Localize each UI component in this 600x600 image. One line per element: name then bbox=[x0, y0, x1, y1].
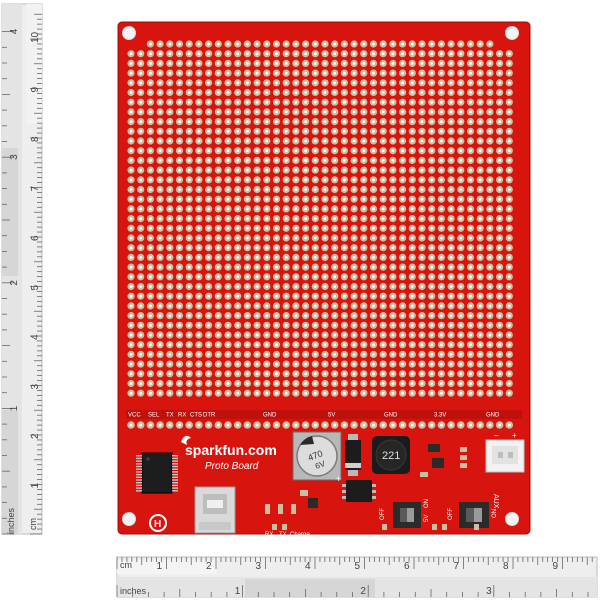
switch-label: OFF bbox=[380, 508, 386, 520]
header-pads bbox=[127, 421, 514, 429]
minus-marker-icon: – bbox=[494, 431, 499, 440]
ruler-cm-mark: 8 bbox=[30, 136, 41, 142]
smd-components bbox=[420, 444, 467, 477]
electrolytic-capacitor: 470 6V + bbox=[292, 431, 342, 484]
ruler-cm-mark: 9 bbox=[30, 87, 41, 93]
ruler-inch-mark: 2 bbox=[360, 586, 366, 597]
battery-connector: – + bbox=[485, 431, 525, 473]
plus-marker-icon: + bbox=[336, 474, 341, 484]
inductor-value: 221 bbox=[382, 450, 400, 462]
header-label: GND bbox=[384, 413, 398, 419]
mounting-holes bbox=[122, 26, 519, 526]
ruler-cm-label: cm bbox=[28, 518, 38, 530]
ruler-cm-mark: 2 bbox=[206, 561, 212, 572]
ruler-cm-mark: 3 bbox=[256, 561, 262, 572]
capacitor-value: 470 bbox=[306, 448, 324, 463]
switch-label: ON bbox=[424, 499, 430, 508]
board-name: Proto Board bbox=[205, 461, 259, 472]
ruler-inches-label: inches bbox=[120, 586, 147, 596]
ruler-cm-mark: 2 bbox=[30, 433, 41, 439]
proto-hole-grid bbox=[127, 40, 513, 397]
brand-text: sparkfun.com bbox=[185, 442, 277, 458]
regulator-ic bbox=[342, 480, 376, 502]
aux-label: AUX bbox=[492, 494, 499, 509]
header-label: 3.3V bbox=[434, 413, 446, 419]
diode bbox=[345, 434, 361, 476]
power-switch bbox=[393, 502, 421, 528]
flame-logo-icon bbox=[181, 435, 191, 445]
ruler-inch-mark: 2 bbox=[9, 280, 20, 286]
open-hardware-logo: H bbox=[149, 514, 167, 532]
header-label: VCC bbox=[128, 413, 141, 419]
ruler-inch-mark: 3 bbox=[9, 154, 20, 160]
ruler-inch-mark: 4 bbox=[9, 28, 20, 34]
led-label: RX bbox=[265, 532, 273, 538]
bottom-pads bbox=[272, 524, 479, 530]
ruler-cm-mark: 5 bbox=[30, 285, 41, 291]
ruler-inch-mark: 1 bbox=[235, 586, 241, 597]
aux-switch bbox=[459, 502, 489, 528]
ruler-cm-mark: 5 bbox=[355, 561, 361, 572]
header-label: GND bbox=[486, 413, 500, 419]
ruler-cm-mark: 1 bbox=[30, 483, 41, 489]
ruler-inch-mark: 3 bbox=[486, 586, 492, 597]
header-label: DTR bbox=[203, 413, 216, 419]
plus-marker-icon: + bbox=[512, 431, 517, 440]
header-label: TX bbox=[166, 413, 174, 419]
power-inductor: 221 bbox=[372, 436, 410, 474]
ruler-cm-mark: 4 bbox=[305, 561, 311, 572]
open-hardware-icon: H bbox=[154, 519, 161, 530]
ruler-cm-mark: 8 bbox=[503, 561, 509, 572]
header-label: RX bbox=[178, 413, 186, 419]
sparkfun-logo: sparkfun.com Proto Board bbox=[181, 435, 277, 472]
ruler-cm-mark: 7 bbox=[454, 561, 460, 572]
ruler-cm-mark: 6 bbox=[404, 561, 410, 572]
header-label: 5V bbox=[328, 413, 335, 419]
ruler-cm-mark: 10 bbox=[30, 31, 41, 43]
led-label: Charge bbox=[290, 532, 310, 538]
led-label: TX bbox=[279, 532, 287, 538]
pwr-label: PWR bbox=[407, 536, 422, 542]
header-label: CTS bbox=[190, 413, 202, 419]
ruler-cm-mark: 7 bbox=[30, 186, 41, 192]
vertical-ruler: cm inches 1 2 3 4 5 6 7 8 9 10 1 2 3 4 bbox=[1, 3, 43, 535]
ruler-cm-mark: 9 bbox=[553, 561, 559, 572]
header-label: GND bbox=[263, 413, 277, 419]
ruler-cm-mark: 6 bbox=[30, 235, 41, 241]
ruler-cm-mark: 1 bbox=[157, 561, 163, 572]
switch-label: ON bbox=[492, 509, 498, 518]
mini-usb-connector bbox=[194, 486, 236, 534]
ruler-cm-mark: 3 bbox=[30, 384, 41, 390]
switch-label: OFF bbox=[448, 508, 454, 520]
capacitor-voltage: 6V bbox=[314, 459, 327, 471]
usb-serial-chip bbox=[136, 452, 178, 494]
ruler-cm-mark: 4 bbox=[30, 334, 41, 340]
horizontal-ruler: cm inches 1 2 3 4 5 6 7 8 9 1 2 3 bbox=[116, 556, 598, 598]
ruler-cm-label: cm bbox=[120, 560, 132, 570]
ruler-inch-mark: 1 bbox=[9, 405, 20, 411]
switch-label: 5V bbox=[424, 515, 430, 522]
header-label: SEL bbox=[148, 413, 160, 419]
ruler-inches-label: inches bbox=[6, 507, 16, 534]
